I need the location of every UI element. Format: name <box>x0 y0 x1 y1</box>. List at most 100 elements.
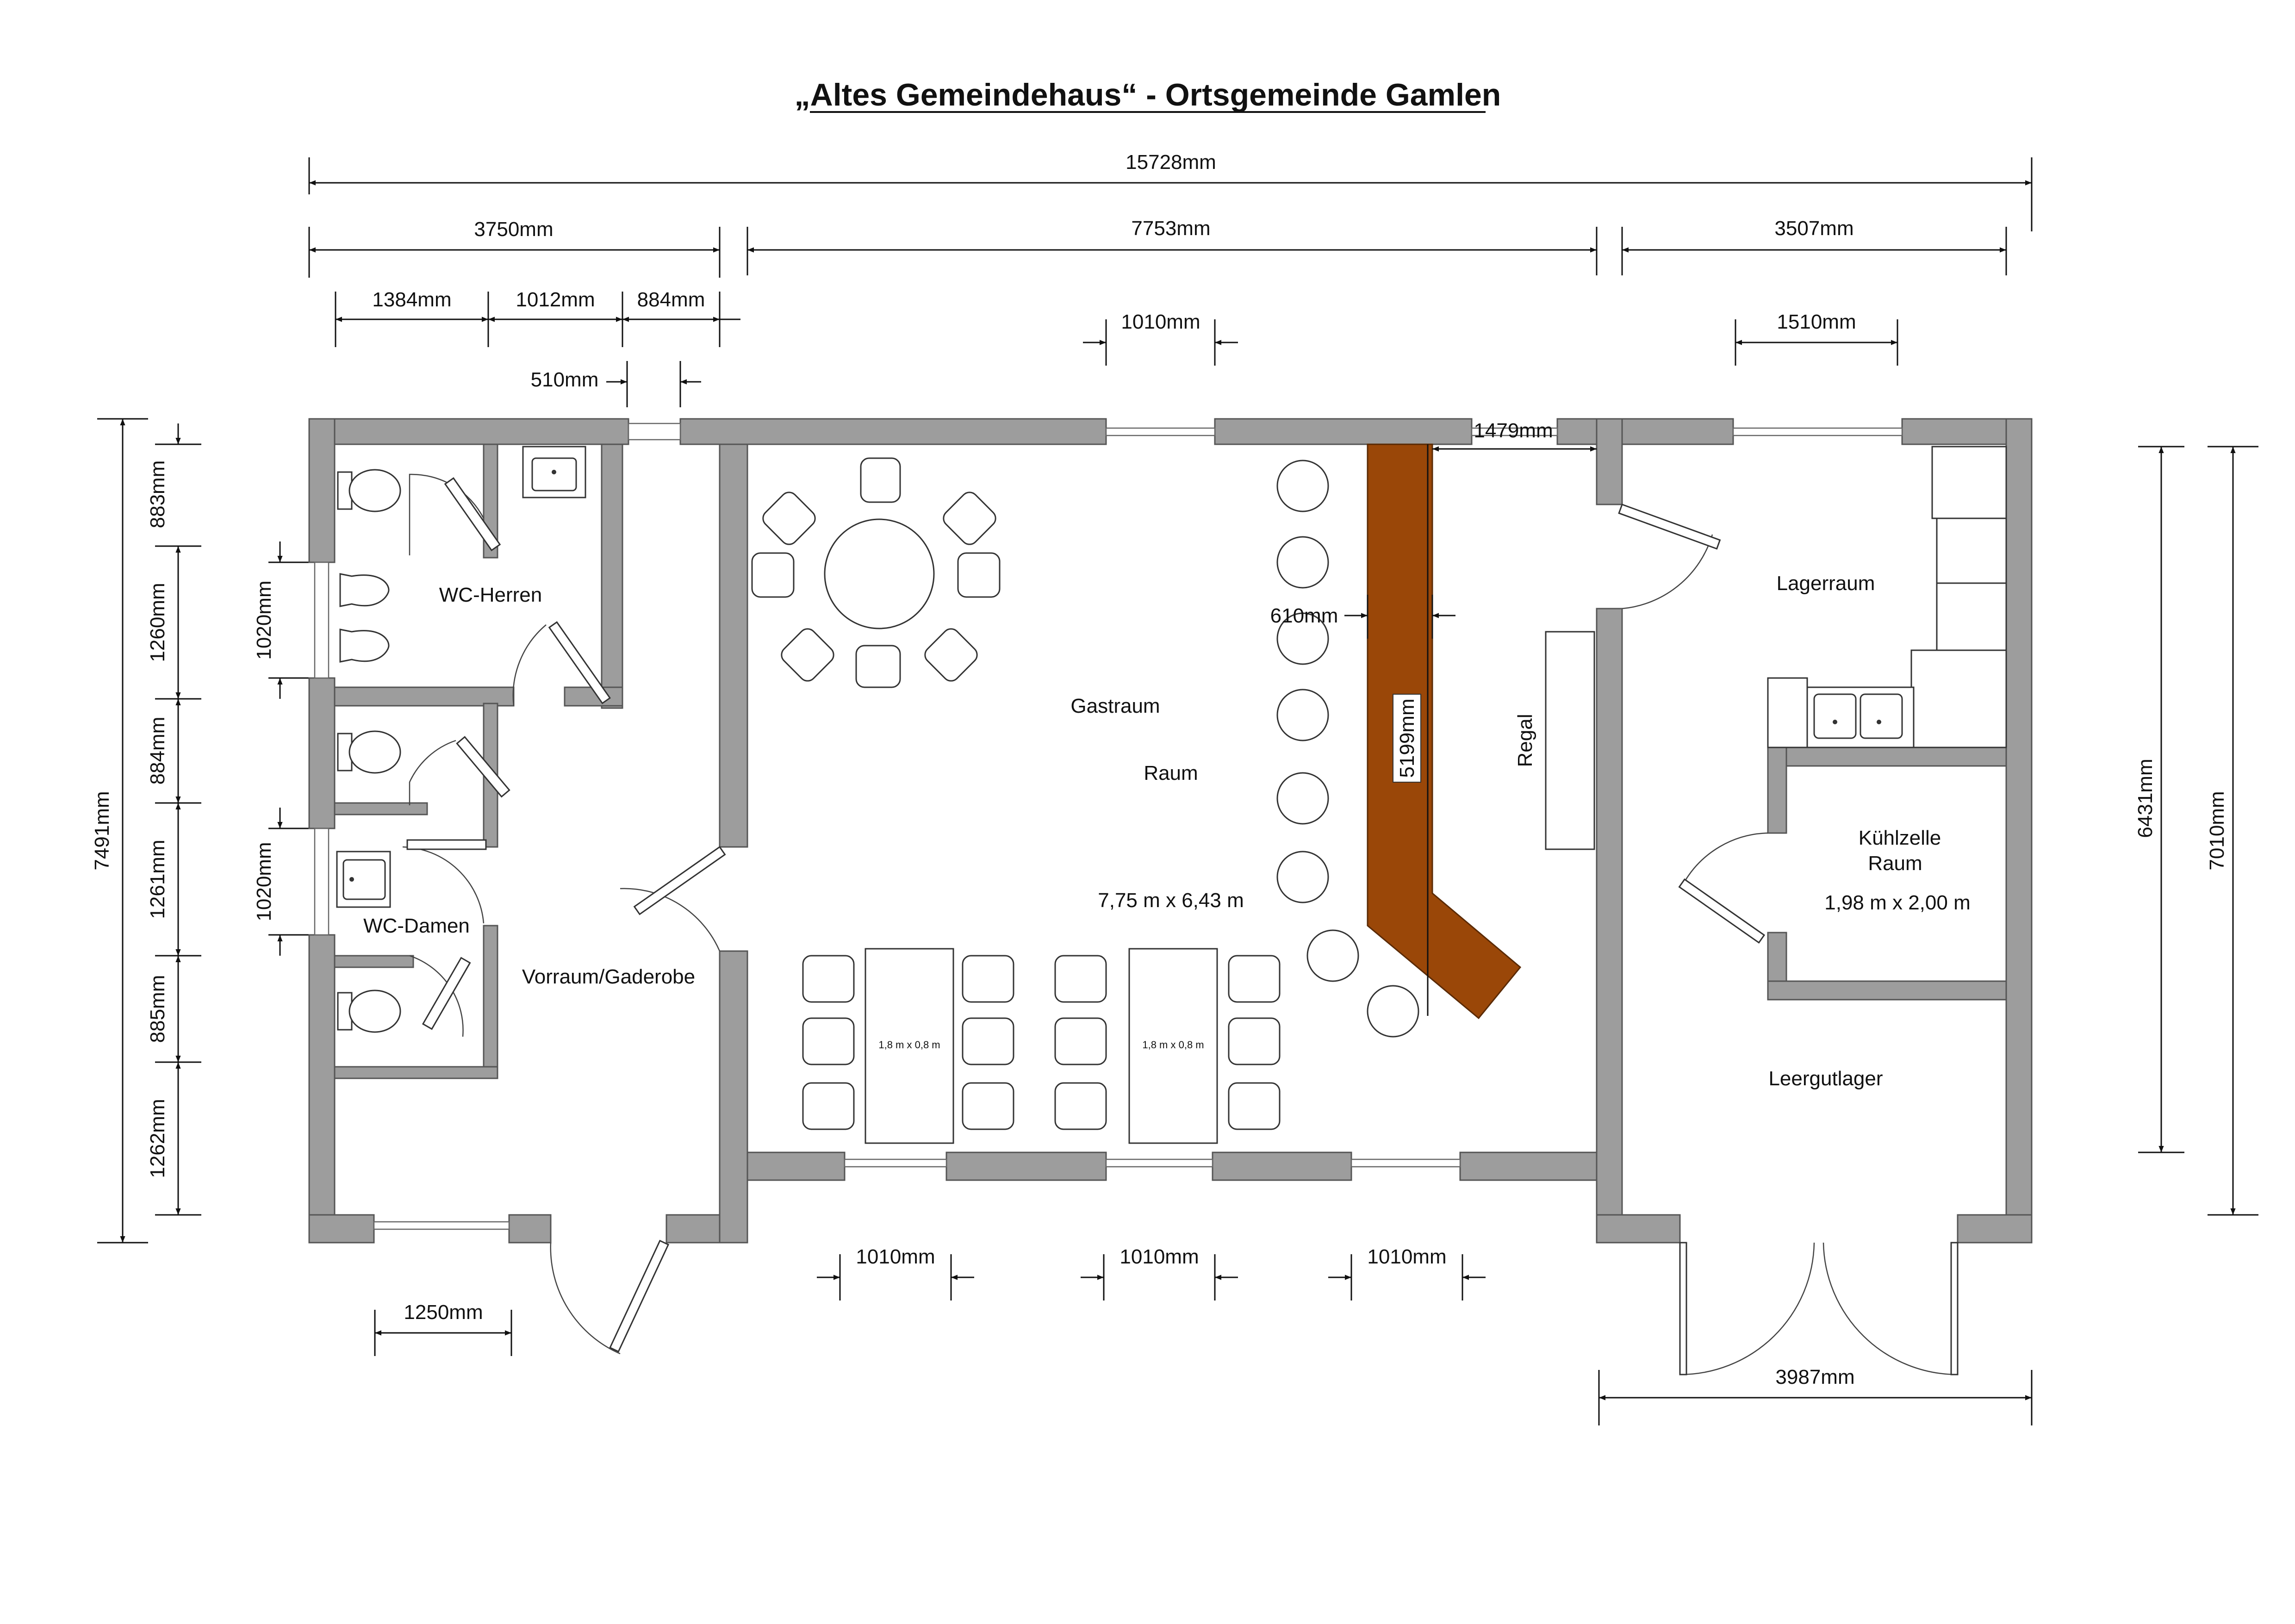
chair-icon <box>1228 1082 1281 1130</box>
label-wc-herren: WC-Herren <box>439 584 542 606</box>
round-table <box>824 518 935 629</box>
label-gastraum-size: 7,75 m x 6,43 m <box>1098 889 1244 912</box>
label-wc-damen: WC-Damen <box>363 915 470 937</box>
label-raum: Raum <box>1144 762 1198 784</box>
dimension-right-heights: 6431mm 7010mm <box>2134 446 2258 1216</box>
svg-text:1010mm: 1010mm <box>1121 311 1200 333</box>
svg-text:884mm: 884mm <box>637 288 705 311</box>
chair-icon <box>962 955 1014 1003</box>
label-lagerraum: Lagerraum <box>1777 572 1875 595</box>
svg-text:1020mm: 1020mm <box>253 580 275 660</box>
svg-text:883mm: 883mm <box>146 460 169 529</box>
svg-text:3987mm: 3987mm <box>1775 1366 1854 1388</box>
label-gastraum: Gastraum <box>1070 695 1160 717</box>
svg-text:7753mm: 7753mm <box>1131 217 1210 240</box>
doors <box>402 473 1959 1375</box>
bar-stool-icon <box>1276 536 1329 589</box>
plan-title: „Altes Gemeindehaus“ - Ortsgemeinde Gaml… <box>795 77 1501 112</box>
chair-icon <box>962 1017 1014 1065</box>
svg-text:1010mm: 1010mm <box>856 1245 935 1268</box>
chair-icon <box>924 628 978 682</box>
dimension-total-height: 7491mm <box>91 418 148 1244</box>
urinal-icon <box>339 628 390 663</box>
svg-text:1384mm: 1384mm <box>372 288 451 311</box>
urinal-icon <box>339 573 390 607</box>
dimension-middle-section: 7753mm <box>746 217 1598 275</box>
toilet-icon <box>337 730 401 774</box>
chair-icon <box>1054 955 1107 1003</box>
furniture: 1,8 m x 0,8 m 1,8 m x 0,8 m <box>751 443 2007 1144</box>
svg-text:1261mm: 1261mm <box>146 840 169 919</box>
svg-text:1510mm: 1510mm <box>1777 311 1856 333</box>
label-kuehlzelle-size: 1,98 m x 2,00 m <box>1824 891 1970 914</box>
dimension-window-top-right: 1510mm <box>1735 311 1898 366</box>
chair-icon <box>781 628 834 682</box>
svg-text:6431mm: 6431mm <box>2134 759 2157 838</box>
dimension-wc-widths: 1384mm 1012mm 884mm <box>335 288 740 347</box>
svg-text:7010mm: 7010mm <box>2206 791 2228 870</box>
table-right: 1,8 m x 0,8 m <box>1128 948 1218 1144</box>
chair-icon <box>1228 1017 1281 1065</box>
svg-text:3750mm: 3750mm <box>474 218 553 241</box>
sanitary-fixtures <box>336 446 586 1033</box>
label-kuehlzelle-raum: Raum <box>1868 852 1922 875</box>
svg-text:1250mm: 1250mm <box>404 1301 483 1324</box>
svg-text:1,8 m x 0,8 m: 1,8 m x 0,8 m <box>878 1039 940 1051</box>
svg-text:610mm: 610mm <box>1270 604 1338 627</box>
svg-text:1,8 m x 0,8 m: 1,8 m x 0,8 m <box>1142 1039 1204 1051</box>
dimension-total-width: 15728mm <box>308 151 2033 231</box>
dimension-left-section: 3750mm <box>308 218 721 278</box>
svg-text:1010mm: 1010mm <box>1367 1245 1446 1268</box>
double-sink-icon <box>1806 686 1915 748</box>
svg-text:3507mm: 3507mm <box>1774 217 1853 240</box>
label-vorraum: Vorraum/Gaderobe <box>522 965 695 988</box>
bar-stool-icon <box>1367 985 1419 1038</box>
bar-stool-icon <box>1276 460 1329 512</box>
room-labels: WC-Herren WC-Damen Vorraum/Gaderobe Gast… <box>363 572 1971 1090</box>
chair-icon <box>860 457 901 503</box>
bar-stool-icon <box>1276 851 1329 903</box>
chair-icon <box>1054 1082 1107 1130</box>
dimension-window-top-mid: 1010mm <box>1083 311 1238 366</box>
sink-icon <box>336 851 391 908</box>
chair-icon <box>1054 1017 1107 1065</box>
chair-icon <box>802 1017 855 1065</box>
svg-text:7491mm: 7491mm <box>91 791 113 870</box>
dimension-door-510: 510mm <box>531 361 701 407</box>
chair-icon <box>962 1082 1014 1130</box>
chair-icon <box>957 552 1001 598</box>
chair-icon <box>762 492 816 545</box>
bar-stool-icon <box>1276 689 1329 741</box>
windows <box>314 423 1903 1230</box>
bar-stool-icon <box>1276 612 1329 665</box>
toilet-icon <box>337 989 401 1033</box>
dimension-bottom: 1250mm 1010mm 1010mm 1010mm 3987mm <box>374 1245 2033 1425</box>
shelf <box>1545 631 1595 850</box>
walls <box>308 418 2033 1244</box>
label-regal: Regal <box>1514 714 1536 767</box>
svg-text:1262mm: 1262mm <box>146 1099 169 1178</box>
bar-stool-icon <box>1306 929 1359 982</box>
dimension-left-windows: 1020mm 1020mm <box>253 541 315 956</box>
label-kuehlzelle: Kühlzelle <box>1859 827 1941 849</box>
chair-icon <box>802 1082 855 1130</box>
svg-text:510mm: 510mm <box>531 368 599 391</box>
chair-icon <box>943 492 996 545</box>
svg-text:884mm: 884mm <box>146 717 169 785</box>
sink-icon <box>522 446 586 498</box>
chair-icon <box>751 552 795 598</box>
svg-text:885mm: 885mm <box>146 975 169 1043</box>
label-leergutlager: Leergutlager <box>1768 1067 1883 1090</box>
dimension-left-segments: 883mm 1260mm 884mm 1261mm 885mm 1262mm <box>146 423 201 1216</box>
svg-text:1010mm: 1010mm <box>1120 1245 1199 1268</box>
bar-stool-icon <box>1276 772 1329 825</box>
bar-counter <box>1367 443 1522 1020</box>
chair-icon <box>855 645 901 688</box>
dimension-right-section: 3507mm <box>1621 217 2007 275</box>
svg-text:15728mm: 15728mm <box>1126 151 1216 174</box>
svg-text:1479mm: 1479mm <box>1474 419 1553 442</box>
kitchen-cabinets <box>1767 446 2007 748</box>
svg-text:1020mm: 1020mm <box>253 842 275 921</box>
dimension-bar: 1479mm 610mm 5199mm <box>1270 419 1597 1016</box>
